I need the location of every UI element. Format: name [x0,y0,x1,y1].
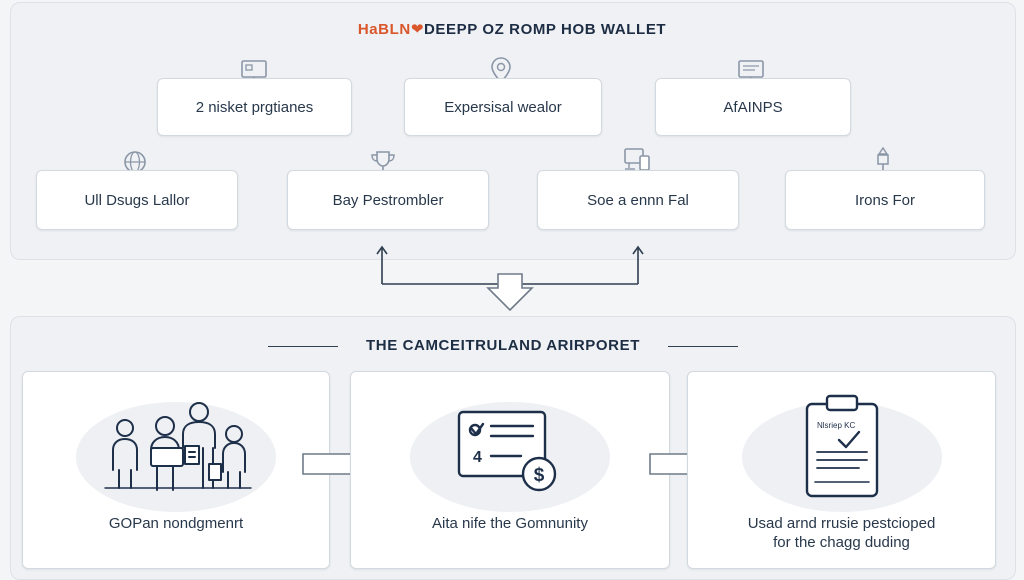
card-mid-2[interactable]: Bay Pestrombler [287,170,489,230]
card-mid-1-label: Ull Dsugs Lallor [84,191,190,209]
diagram-title: HaBLN❤DEEPP OZ ROMP HOB WALLET [0,20,1024,38]
title-rule-left [268,346,338,347]
card-mid-4[interactable]: Irons For [785,170,985,230]
card-top-2[interactable]: Expersisal wealor [404,78,602,136]
clipboard-check-icon: Nlsriep KC [805,394,878,498]
card-top-1[interactable]: 2 nisket prgtianes [157,78,352,136]
section-title-wrap: THE CAMCEITRULAND ARIRPORET [268,336,738,356]
card-top-3-label: AfAINPS [723,98,783,116]
card-mid-1[interactable]: Ull Dsugs Lallor [36,170,238,230]
card-mid-2-label: Bay Pestrombler [332,191,444,209]
card-mid-4-label: Irons For [854,191,915,209]
connector-right-arrowhead [632,245,644,255]
card-top-1-label: 2 nisket prgtianes [195,98,314,116]
step-card-1[interactable]: GOPan nondgmenrt [22,371,330,569]
step-2-caption: Aita nife the Gomnunity [432,515,588,532]
connector-left-arrowhead [376,245,388,255]
people-group-icon [104,402,252,491]
step-card-2[interactable]: 4 $ Aita nife the Gomnunity [350,371,670,569]
checklist-coin-icon: 4 $ [457,410,557,492]
coin-symbol: $ [534,465,545,486]
step-1-caption: GOPan nondgmenrt [108,515,244,532]
section-title: THE CAMCEITRULAND ARIRPORET [366,337,640,354]
card-mid-3-label: Soe a ennn Fal [587,191,689,209]
title-rule-right [668,346,738,347]
clipboard-text: Nlsriep KC [817,421,855,430]
card-top-2-label: Expersisal wealor [444,98,562,116]
card-mid-3[interactable]: Soe a ennn Fal [537,170,739,230]
checklist-number: 4 [473,449,482,466]
down-arrow-icon [486,273,534,312]
title-accent: HaBLN❤ [357,21,424,38]
title-text: DEEPP OZ ROMP HOB WALLET [423,21,667,38]
connector [376,245,644,312]
device-icon [624,148,650,171]
card-top-3[interactable]: AfAINPS [655,78,851,136]
